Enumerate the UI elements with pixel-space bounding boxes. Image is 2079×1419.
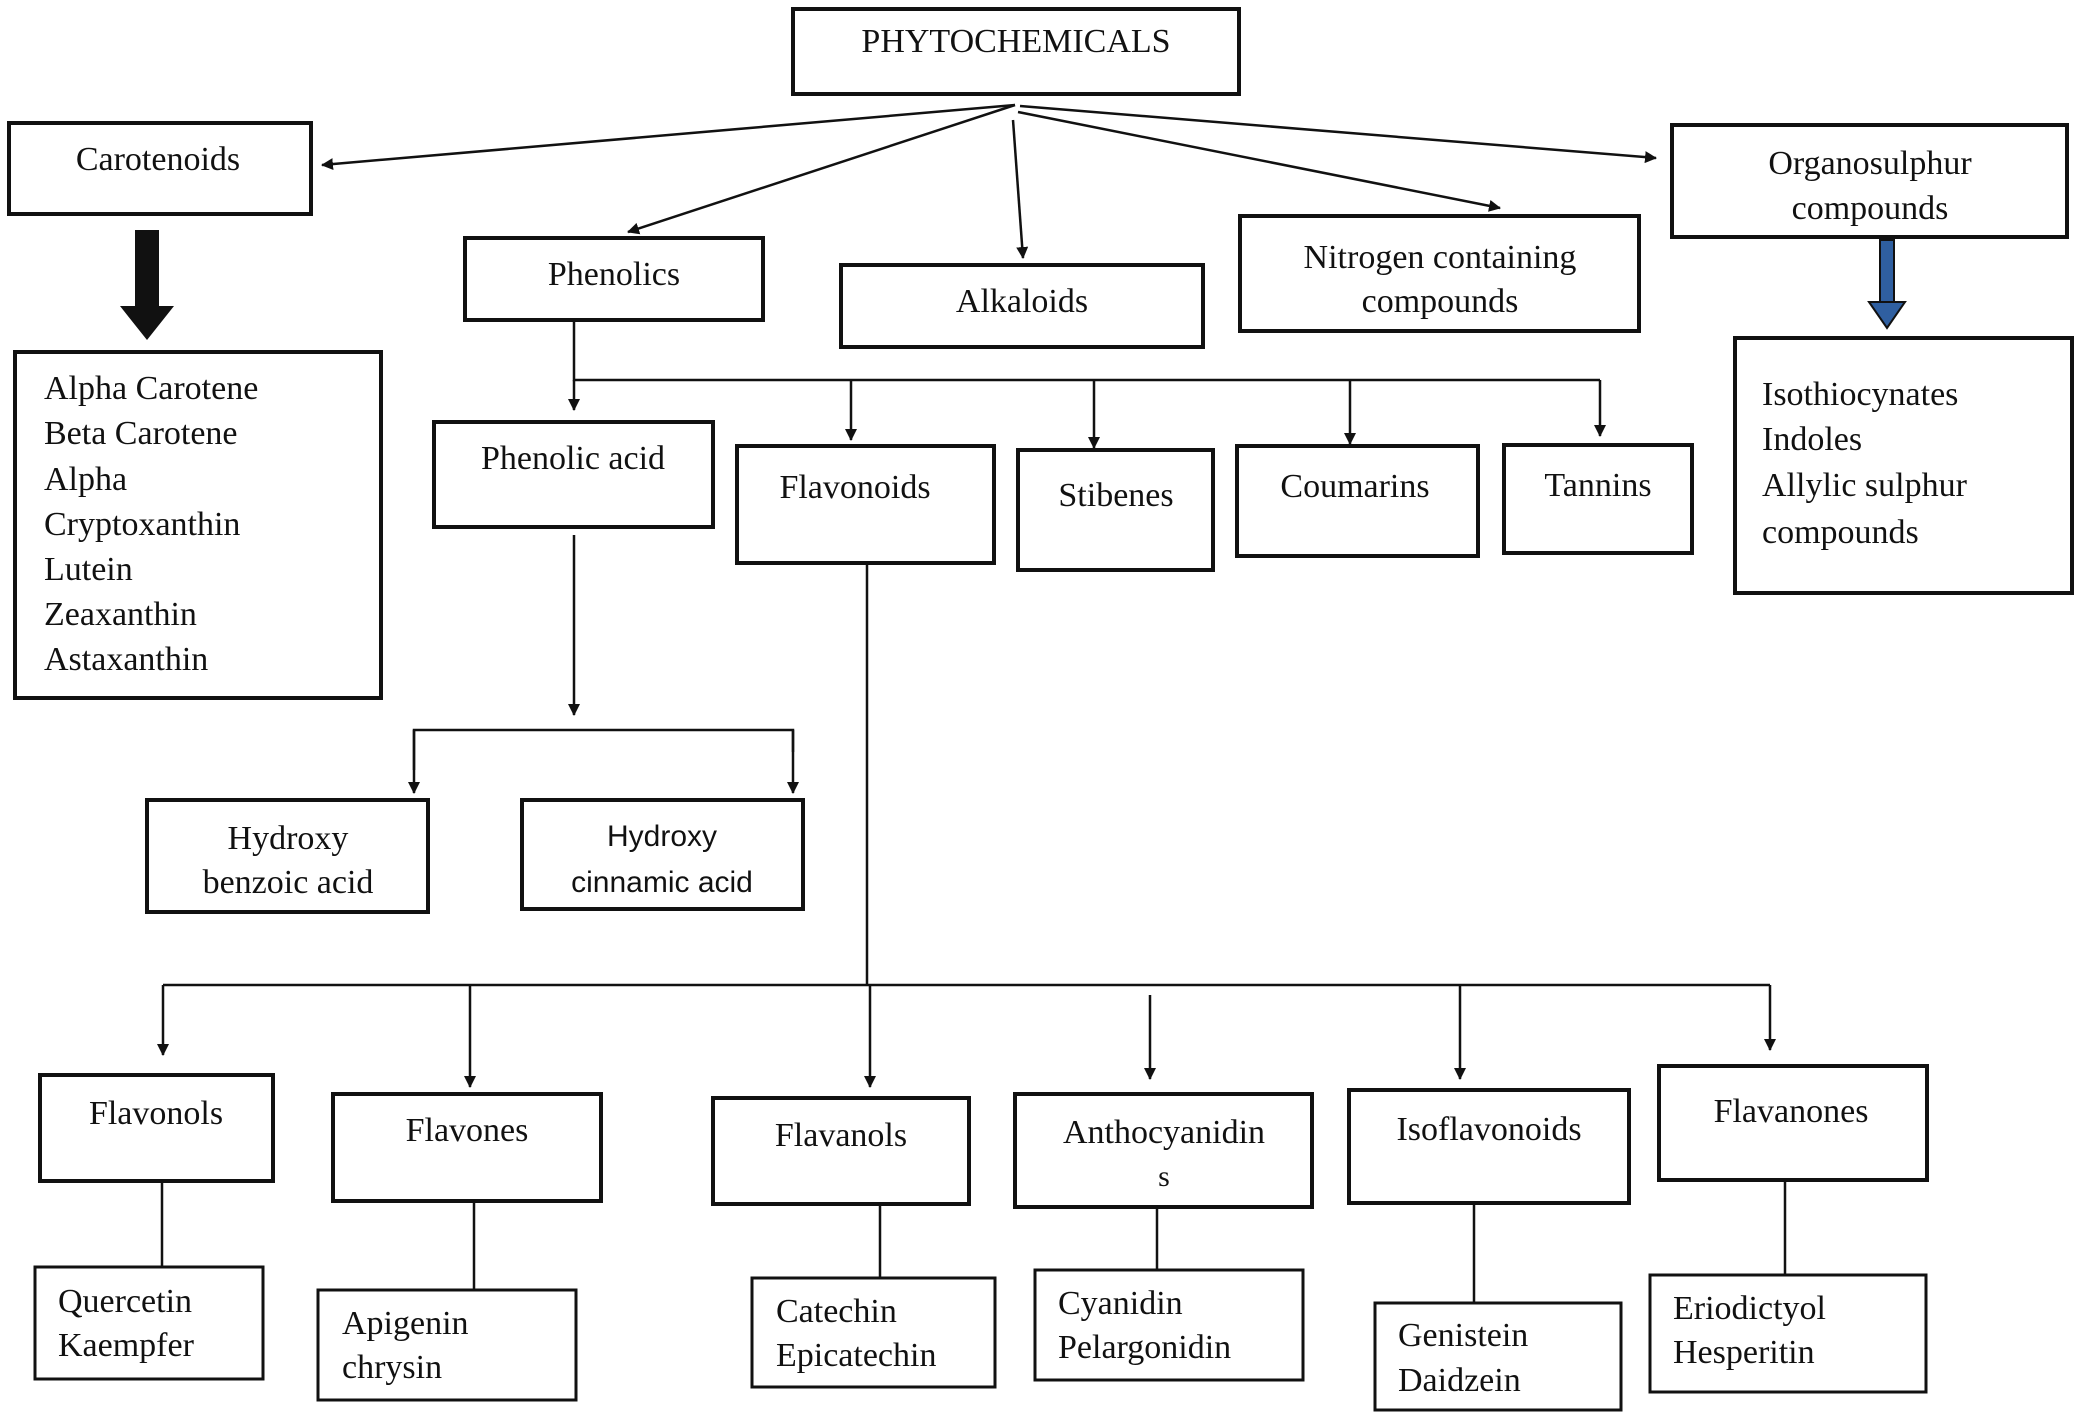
flavanones-example: Eriodictyol <box>1673 1290 1826 1327</box>
carotenoid-example: Cryptoxanthin <box>44 506 240 543</box>
flavanols-example: Catechin <box>776 1293 897 1330</box>
node-isoflavonoids-label: Isoflavonoids <box>1396 1111 1581 1148</box>
organosulphur-example: compounds <box>1762 514 1919 551</box>
flavones-example: Apigenin <box>342 1305 469 1342</box>
node-isoflavonoids-examples: Genistein Daidzein <box>1373 1301 1623 1412</box>
organosulphur-example: Isothiocynates <box>1762 376 1958 413</box>
node-alkaloids-label: Alkaloids <box>956 283 1088 320</box>
organosulphur-example: Indoles <box>1762 421 1862 458</box>
carotenoid-example: Lutein <box>44 551 133 588</box>
node-organosulphur: Organosulphur compounds <box>1670 123 2069 239</box>
carotenoid-example: Astaxanthin <box>44 641 208 678</box>
node-flavones-examples: Apigenin chrysin <box>316 1288 578 1402</box>
carotenoid-example: Alpha Carotene <box>44 370 258 407</box>
anthocyanidins-example: Pelargonidin <box>1058 1329 1231 1366</box>
flavanols-example: Epicatechin <box>776 1337 936 1374</box>
node-flavanols: Flavanols <box>711 1096 971 1206</box>
node-phenolics-label: Phenolics <box>548 256 680 293</box>
arrow-root-alkaloids <box>1011 119 1029 259</box>
node-stibenes: Stibenes <box>1016 448 1215 572</box>
node-phenolic-acid: Phenolic acid <box>432 420 715 529</box>
arrow-root-nitrogen <box>1017 110 1501 212</box>
node-coumarins-label: Coumarins <box>1280 468 1429 505</box>
node-tannins: Tannins <box>1502 443 1694 555</box>
node-nitrogen-label-line2: compounds <box>1362 283 1519 320</box>
flavones-example: chrysin <box>342 1349 442 1386</box>
node-hydroxy-cinnamic-acid: Hydroxy cinnamic acid <box>520 798 805 911</box>
isoflavonoids-example: Daidzein <box>1398 1362 1521 1399</box>
organosulphur-example: Allylic sulphur <box>1762 467 1968 504</box>
node-organosulphur-label-line2: compounds <box>1792 190 1949 227</box>
isoflavonoids-example: Genistein <box>1398 1317 1528 1354</box>
carotenoid-example: Zeaxanthin <box>44 596 197 633</box>
node-stibenes-label: Stibenes <box>1058 477 1173 514</box>
node-anthocyanidins-label-line1: Anthocyanidin <box>1063 1114 1265 1151</box>
node-flavonoids-label: Flavonoids <box>779 469 930 506</box>
node-hydroxy-benzoic-line1: Hydroxy <box>228 820 349 857</box>
node-phytochemicals-label: PHYTOCHEMICALS <box>861 23 1170 60</box>
node-hydroxy-benzoic-acid: Hydroxy benzoic acid <box>145 798 430 914</box>
thick-arrow-carotenoids <box>120 230 174 340</box>
node-flavanones-label: Flavanones <box>1714 1093 1869 1130</box>
arrow-root-carotenoids <box>321 103 1016 171</box>
node-flavones-label: Flavones <box>406 1112 529 1149</box>
flavonols-example: Quercetin <box>58 1283 192 1320</box>
node-phenolic-acid-label: Phenolic acid <box>481 440 665 477</box>
node-alkaloids: Alkaloids <box>839 263 1205 349</box>
node-carotenoid-examples: Alpha Carotene Beta Carotene Alpha Crypt… <box>13 350 383 700</box>
blue-arrow-organosulphur <box>1867 239 1907 330</box>
node-coumarins: Coumarins <box>1235 444 1480 558</box>
node-anthocyanidins-label-line2: s <box>1158 1160 1170 1193</box>
node-flavonoids: Flavonoids <box>735 444 996 565</box>
node-organosulphur-examples: Isothiocynates Indoles Allylic sulphur c… <box>1733 336 2074 595</box>
node-hydroxy-cinnamic-line2: cinnamic acid <box>571 866 753 899</box>
node-nitrogen-compounds: Nitrogen containing compounds <box>1238 214 1641 333</box>
node-flavonols-label: Flavonols <box>89 1095 223 1132</box>
node-hydroxy-benzoic-line2: benzoic acid <box>203 864 374 901</box>
anthocyanidins-example: Cyanidin <box>1058 1285 1183 1322</box>
flavonols-example: Kaempfer <box>58 1327 195 1364</box>
node-phytochemicals: PHYTOCHEMICALS <box>791 7 1241 96</box>
node-nitrogen-label-line1: Nitrogen containing <box>1304 239 1577 276</box>
node-organosulphur-label-line1: Organosulphur <box>1768 145 1972 182</box>
node-flavanols-label: Flavanols <box>775 1117 907 1154</box>
connectors <box>120 103 1907 1303</box>
node-anthocyanidins: Anthocyanidin s <box>1013 1092 1314 1209</box>
node-carotenoids: Carotenoids <box>7 121 313 216</box>
node-tannins-label: Tannins <box>1544 467 1651 504</box>
node-hydroxy-cinnamic-line1: Hydroxy <box>607 820 717 853</box>
node-flavanones: Flavanones <box>1657 1064 1929 1182</box>
node-phenolics: Phenolics <box>463 236 765 322</box>
node-flavanones-examples: Eriodictyol Hesperitin <box>1648 1273 1928 1394</box>
carotenoid-example: Beta Carotene <box>44 415 238 452</box>
node-isoflavonoids: Isoflavonoids <box>1347 1088 1631 1205</box>
node-flavones: Flavones <box>331 1092 603 1203</box>
node-carotenoids-label: Carotenoids <box>76 141 240 178</box>
hydroxy-bar <box>412 728 795 770</box>
node-flavonols-examples: Quercetin Kaempfer <box>33 1265 265 1381</box>
flavanones-example: Hesperitin <box>1673 1334 1815 1371</box>
node-flavanols-examples: Catechin Epicatechin <box>750 1276 997 1389</box>
carotenoid-example: Alpha <box>44 461 127 498</box>
arrow-root-phenolics <box>627 103 1016 235</box>
node-flavonols: Flavonols <box>38 1073 275 1183</box>
node-anthocyanidins-examples: Cyanidin Pelargonidin <box>1033 1268 1305 1382</box>
arrow-root-organosulphur <box>1019 104 1657 164</box>
